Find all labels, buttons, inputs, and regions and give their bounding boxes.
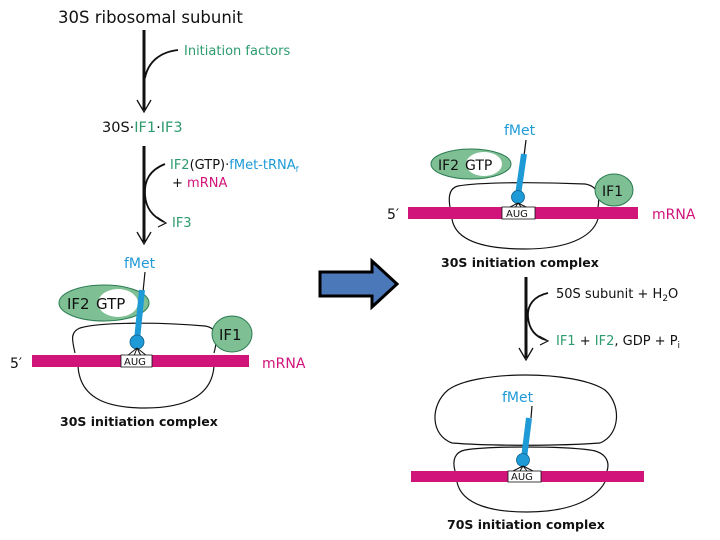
aug-codon-box bbox=[501, 206, 536, 220]
small-subunit-upper bbox=[72, 322, 217, 354]
trna-tail bbox=[142, 271, 146, 293]
input-curve-1 bbox=[144, 49, 179, 79]
label-aug: AUG bbox=[506, 209, 528, 220]
label-5-prime: 5′ bbox=[387, 207, 399, 223]
caption-30s-initiation-complex: 30S initiation complex bbox=[60, 414, 218, 429]
trna-stem bbox=[515, 153, 527, 196]
label-plus-mrna: + mRNA bbox=[172, 176, 227, 191]
input-release-curve-2 bbox=[144, 163, 166, 223]
label-aug: AUG bbox=[124, 357, 146, 368]
label-if2: IF2 bbox=[67, 295, 90, 313]
label-mrna: mRNA bbox=[652, 207, 696, 223]
label-mrna: mRNA bbox=[262, 356, 306, 372]
small-subunit-lower bbox=[77, 365, 215, 409]
release-arrowhead-3 bbox=[538, 335, 550, 346]
arrowhead-1 bbox=[136, 99, 152, 114]
gtp-bound bbox=[466, 152, 502, 176]
label-initiation-factors: Initiation factors bbox=[184, 44, 290, 59]
small-subunit-upper bbox=[453, 446, 609, 472]
label-released-factors: IF1 + IF2, GDP + Pi bbox=[556, 334, 680, 351]
arrowhead-2 bbox=[136, 231, 152, 246]
aug-codon-box bbox=[120, 354, 153, 368]
codon-pairing-lines bbox=[507, 202, 529, 209]
title-30s-subunit: 30S ribosomal subunit bbox=[58, 8, 243, 27]
if1-factor bbox=[211, 315, 253, 353]
label-aug: AUG bbox=[511, 472, 533, 483]
label-fmet: fMet bbox=[504, 123, 536, 139]
label-if2-gtp-fmet-trna: IF2(GTP)·fMet-tRNAf bbox=[170, 158, 299, 174]
label-gtp: GTP bbox=[465, 158, 492, 174]
trna-stem bbox=[521, 417, 532, 459]
label-fmet: fMet bbox=[502, 390, 534, 406]
left-30s-initiation-complex: fMet IF2 GTP IF1 AUG 5′ mRNA 30S initiat… bbox=[10, 256, 306, 429]
label-if1: IF1 bbox=[219, 326, 242, 344]
codon-pairing-lines bbox=[126, 347, 148, 357]
label-5-prime: 5′ bbox=[10, 356, 22, 372]
label-50s-subunit-h2o: 50S subunit + H2O bbox=[556, 287, 678, 304]
label-fmet: fMet bbox=[124, 256, 156, 272]
anticodon-loop bbox=[129, 334, 145, 350]
caption-70s-initiation-complex: 70S initiation complex bbox=[447, 517, 605, 532]
right-arrow-icon bbox=[318, 257, 400, 311]
label-released-if3: IF3 bbox=[172, 216, 192, 231]
trna-tail bbox=[523, 139, 527, 157]
if1-factor bbox=[594, 173, 634, 207]
gtp-bound bbox=[98, 289, 138, 317]
small-subunit-lower bbox=[451, 218, 599, 250]
trna-stem bbox=[134, 289, 145, 341]
codon-pairing-lines bbox=[512, 465, 534, 472]
right-30s-initiation-complex: fMet IF2 GTP IF1 AUG 5′ mRNA 30S initiat… bbox=[387, 123, 696, 270]
aug-codon-box bbox=[507, 470, 542, 483]
input-release-curve-3 bbox=[527, 292, 549, 341]
release-arrowhead-2 bbox=[156, 216, 168, 228]
right-70s-initiation-complex: fMet AUG 70S initiation complex bbox=[411, 374, 644, 532]
trna-tail bbox=[530, 405, 533, 419]
anticodon-loop bbox=[511, 190, 525, 204]
arrowhead-3 bbox=[518, 347, 534, 362]
large-subunit-50s bbox=[434, 374, 618, 446]
caption-30s-initiation-complex: 30S initiation complex bbox=[441, 255, 599, 270]
label-if1: IF1 bbox=[602, 184, 623, 200]
label-30s-if1-if3: 30S·IF1·IF3 bbox=[102, 120, 183, 136]
small-subunit-lower bbox=[456, 481, 606, 513]
label-gtp: GTP bbox=[96, 295, 125, 313]
label-if2: IF2 bbox=[438, 158, 459, 174]
anticodon-loop bbox=[516, 453, 530, 467]
